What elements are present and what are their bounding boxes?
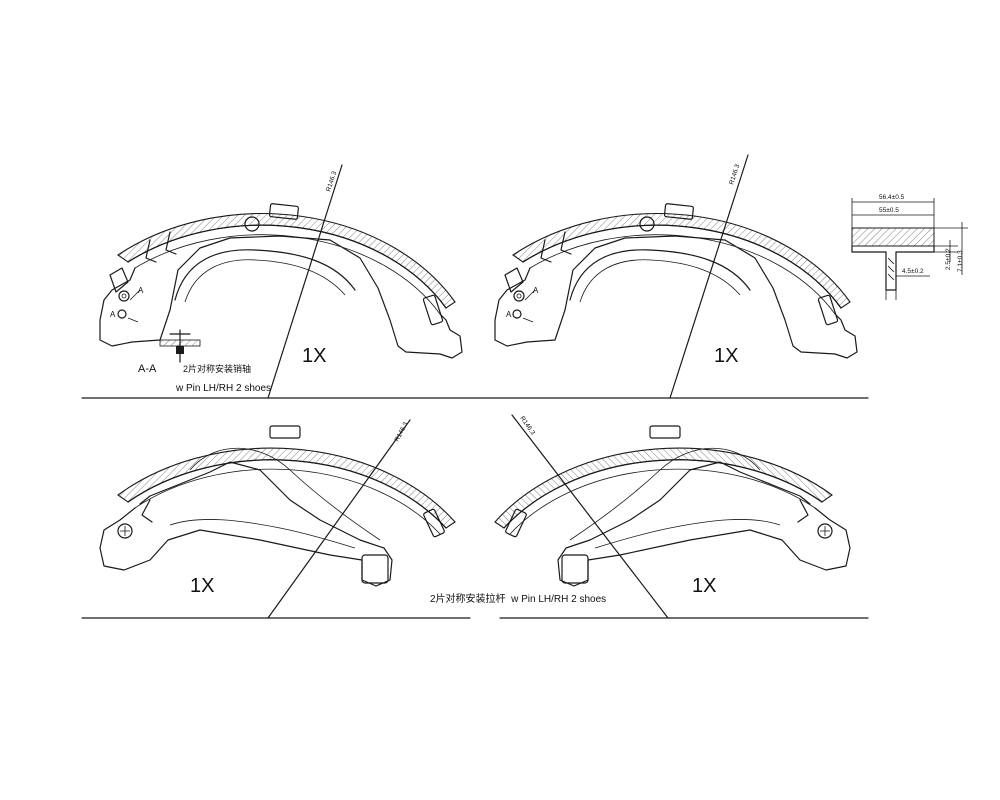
section-title: A-A xyxy=(138,363,157,375)
bottom-note: 2片对称安装拉杆 w Pin LH/RH 2 shoes xyxy=(430,592,606,605)
section-mark-a-2: A xyxy=(110,310,116,319)
quantity-label-bottom-right: 1X xyxy=(692,575,716,597)
view-bottom-left: R146.3 1X xyxy=(99,419,456,619)
view-bottom-right: R146.3 1X xyxy=(494,414,851,619)
quantity-label-bottom-left: 1X xyxy=(190,575,214,597)
dim-width-outer: 56.4±0.5 xyxy=(879,194,905,201)
dim-table-thickness: 2.5±0.2 xyxy=(945,248,952,270)
quantity-label-top-right: 1X xyxy=(714,345,738,367)
view-top-left: R146.3 A A 1X A-A 2片对称安装销轴 w Pin LH/RH 2… xyxy=(99,164,463,399)
radius-label-bottom-left: R146.3 xyxy=(394,421,410,443)
dim-width-inner: 55±0.5 xyxy=(879,207,899,214)
view-top-right: R146.3 A A 1X xyxy=(494,154,858,399)
dim-web-thickness: 4.5±0.2 xyxy=(902,268,924,275)
top-note-cn: 2片对称安装销轴 xyxy=(183,363,251,374)
section-mark-a-1: A xyxy=(138,286,144,295)
cross-section-profile: 56.4±0.5 55±0.5 7.1±0.3 2.5±0.2 4.5±0.2 xyxy=(851,194,968,301)
section-mark-a-3: A xyxy=(533,286,539,295)
section-mark-a-4: A xyxy=(506,310,512,319)
quantity-label-top-left: 1X xyxy=(302,345,326,367)
dim-lining-thickness: 7.1±0.3 xyxy=(957,250,964,272)
section-a-a-icon xyxy=(159,329,201,363)
top-note-en: w Pin LH/RH 2 shoes xyxy=(175,383,271,394)
